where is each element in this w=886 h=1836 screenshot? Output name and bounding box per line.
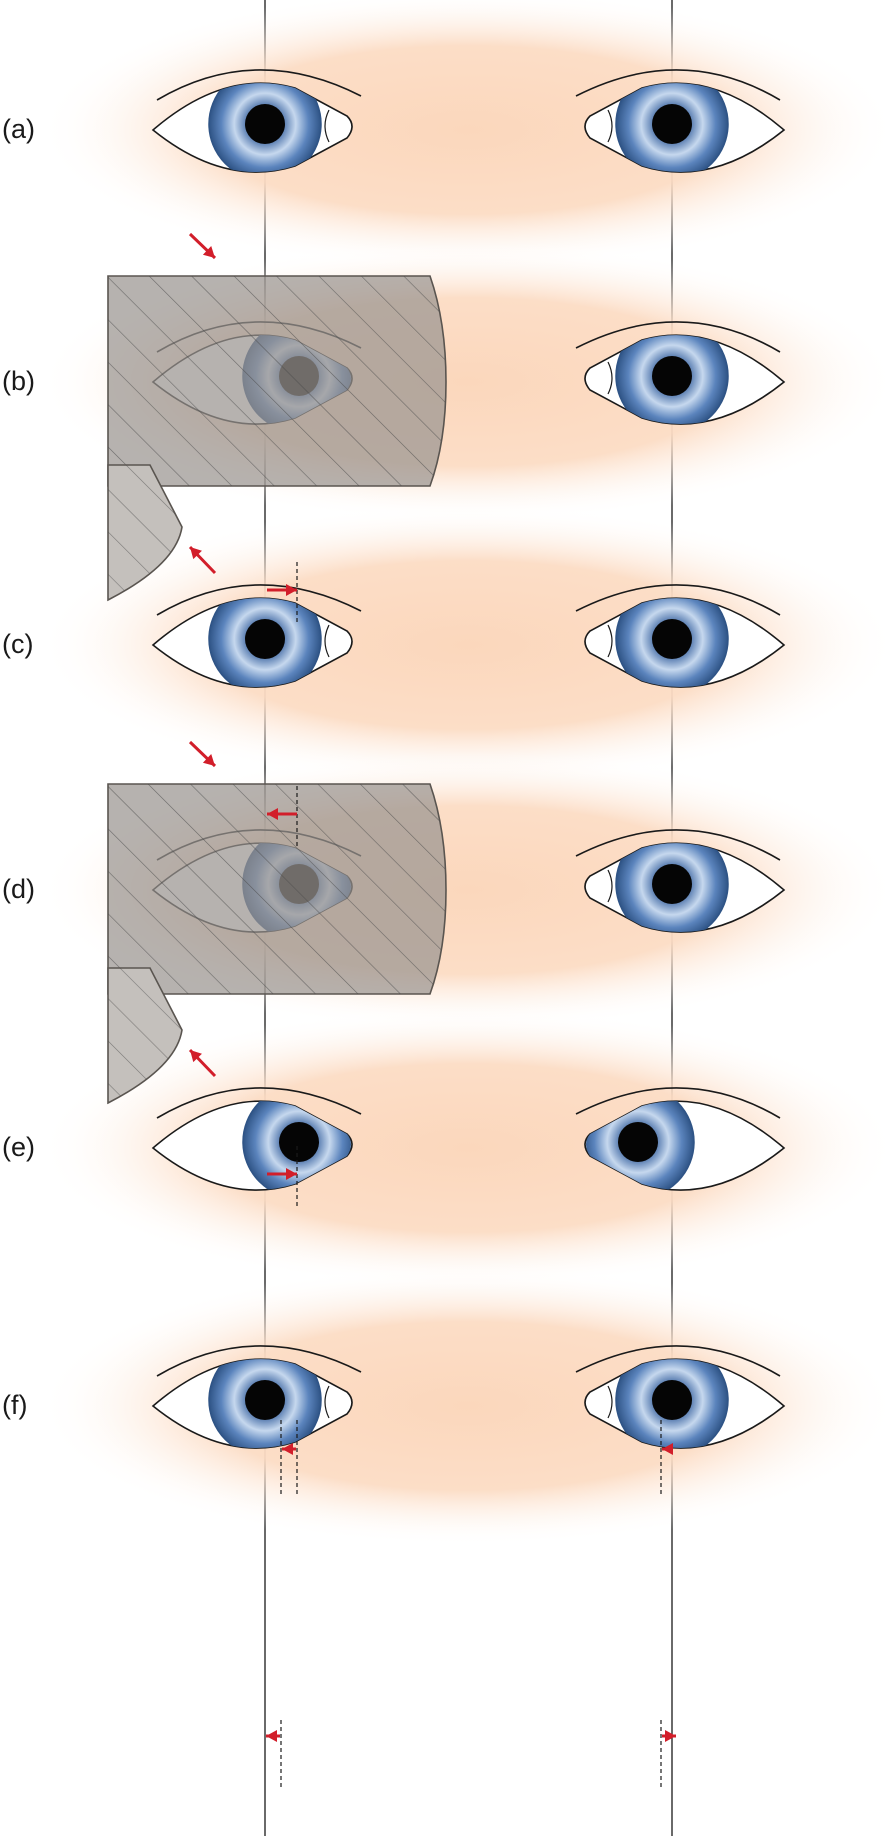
iris-group [615, 83, 729, 173]
iris-group [208, 1359, 322, 1449]
caruncle [607, 1385, 613, 1419]
occluder-edge [107, 967, 183, 1105]
marker-e-right-arrow [282, 1443, 296, 1455]
marker-f-right-arrow [266, 1730, 280, 1742]
pupil [279, 1122, 319, 1162]
left-eye-icon [575, 829, 786, 933]
eyelid-crease [575, 829, 781, 861]
panel-label: (c) [2, 629, 34, 659]
uncover-direction-arrow [188, 1048, 217, 1078]
refixation-marker-d-arrow [267, 1168, 297, 1180]
eyelid-crease [156, 584, 362, 616]
eyelid-crease [156, 1087, 362, 1119]
panel-label: (a) [2, 114, 35, 144]
occluder-card [107, 783, 447, 995]
occluder-edge-hatch [108, 465, 182, 600]
eyelid-crease [156, 69, 362, 101]
iris-group [615, 598, 729, 688]
iris-group [615, 335, 729, 425]
caruncle [607, 869, 613, 903]
caruncle [324, 1385, 330, 1419]
pupil [652, 104, 692, 144]
right-eye-icon [151, 69, 362, 173]
skin-glow [38, 505, 886, 785]
pupil [245, 619, 285, 659]
cover-direction-arrow [188, 740, 217, 768]
left-eye-icon [575, 321, 786, 425]
eyelid-crease [156, 1345, 362, 1377]
pupil [652, 356, 692, 396]
pupil [652, 864, 692, 904]
caruncle [324, 109, 330, 143]
iris-group [615, 1359, 729, 1449]
occluder-hatch [108, 784, 446, 994]
skin-glow [38, 1008, 886, 1288]
pupil [618, 1122, 658, 1162]
right-eye-icon [151, 584, 362, 688]
pupil [652, 619, 692, 659]
eyelid-crease [575, 69, 781, 101]
pupil [245, 1380, 285, 1420]
uncover-direction-arrow [188, 545, 217, 575]
caruncle [607, 109, 613, 143]
refixation-marker-b-arrow [267, 584, 297, 596]
eyelid-crease [575, 1345, 781, 1377]
panel-label: (d) [2, 874, 35, 904]
caruncle [607, 624, 613, 658]
occluder-edge [107, 464, 183, 602]
caruncle [324, 624, 330, 658]
caruncle [607, 361, 613, 395]
occluder-hatch [108, 276, 446, 486]
eyelid-crease [575, 321, 781, 353]
panel-label: (e) [2, 1132, 35, 1162]
skin-glow [38, 0, 886, 270]
eyelid-crease [575, 1087, 781, 1119]
skin-glow [38, 1266, 886, 1546]
left-eye-icon [575, 584, 786, 688]
marker-f-left-arrow [662, 1730, 676, 1742]
marker-e-left-arrow [662, 1443, 673, 1455]
occluder-card [107, 275, 447, 487]
pupil [652, 1380, 692, 1420]
pupil [245, 104, 285, 144]
refixation-marker-c-arrow [267, 808, 297, 820]
panel-label: (b) [2, 366, 35, 396]
left-eye-icon [575, 1345, 786, 1449]
iris-group [615, 843, 729, 933]
iris-group [208, 83, 322, 173]
iris-group [208, 598, 322, 688]
occluder-edge-hatch [108, 968, 182, 1103]
cover-direction-arrow [188, 232, 217, 260]
left-eye-icon [575, 69, 786, 173]
eyelid-crease [575, 584, 781, 616]
right-eye-icon [151, 1345, 362, 1449]
panel-label: (f) [2, 1390, 28, 1420]
